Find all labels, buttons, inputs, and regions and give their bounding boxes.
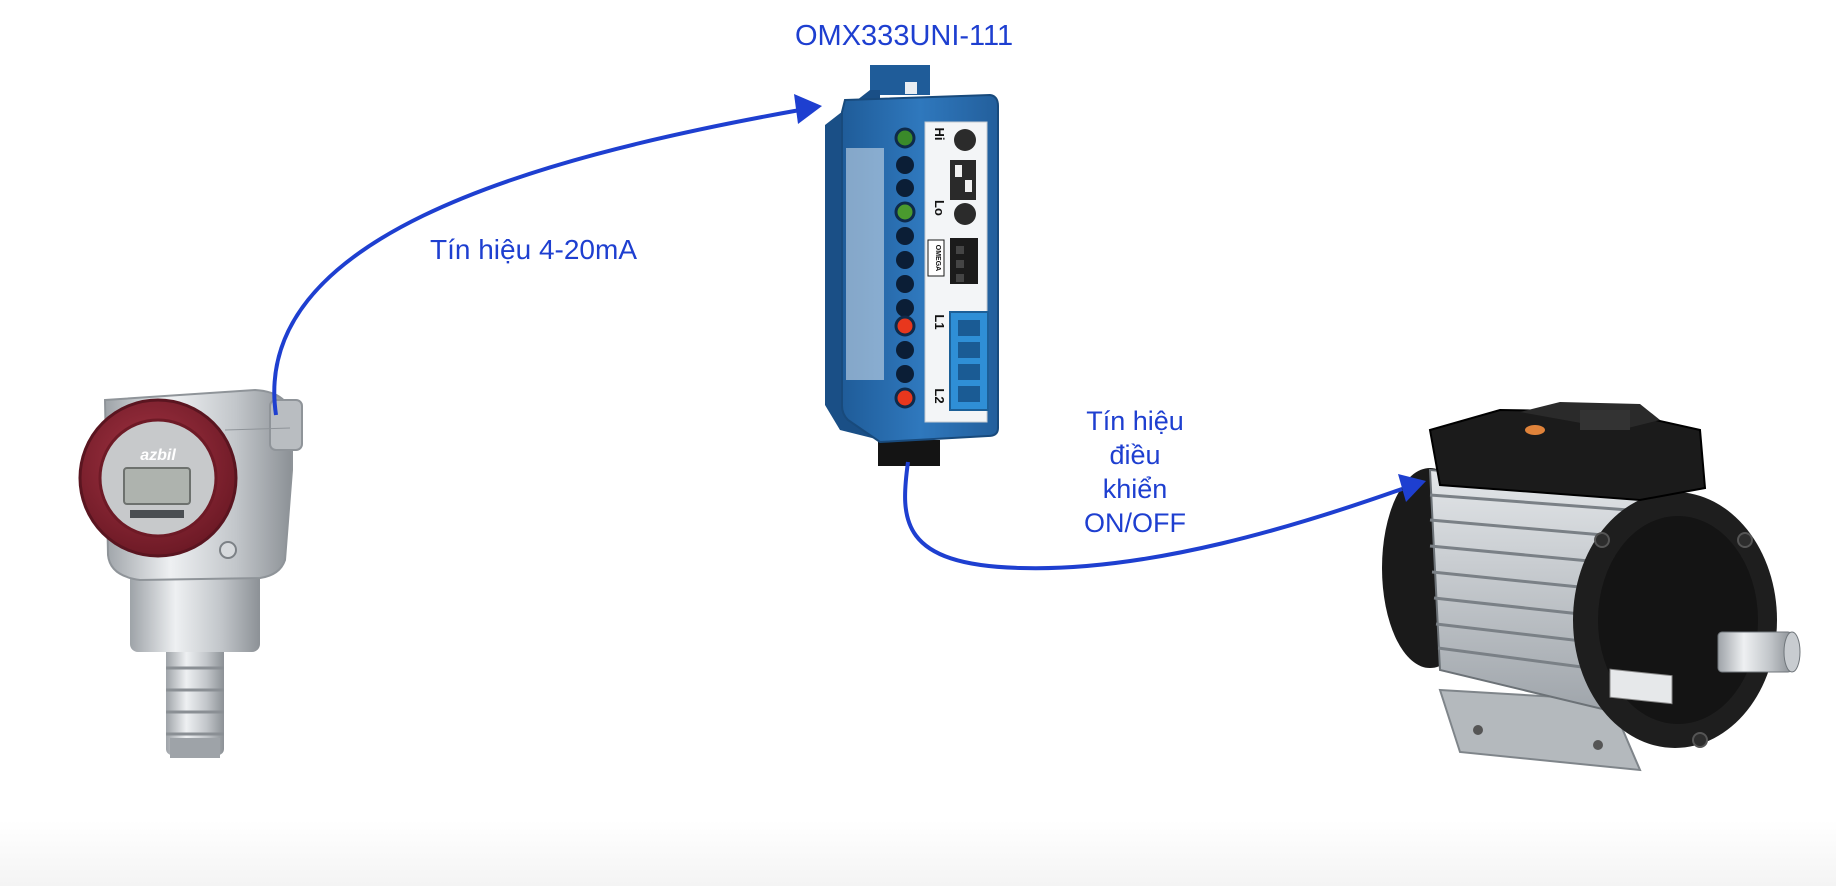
module-dip-switch: [950, 160, 976, 200]
transmitter-base-nut: [170, 738, 220, 758]
output-signal-arrowhead: [1398, 474, 1426, 502]
module-label-l1: L1: [932, 314, 947, 329]
output-signal-line-1: Tín hiệu: [1086, 406, 1184, 436]
module-din-clip: [878, 440, 940, 466]
transmitter-brand-text: azbil: [140, 447, 176, 464]
motor-shaft: [1717, 631, 1793, 673]
electric-motor: [1382, 402, 1801, 772]
input-signal-label: Tín hiệu 4-20mA: [430, 234, 637, 265]
output-signal-line-3: khiển: [1102, 474, 1168, 504]
motor-nameplate: [1609, 668, 1673, 705]
transmitter-neck: [130, 560, 260, 652]
module-label-lo: Lo: [932, 200, 947, 216]
module-brand-text: OMEGA: [934, 245, 941, 271]
signal-arrows: [272, 94, 1426, 571]
transmitter-stem: [166, 640, 224, 755]
output-signal-arrow: [903, 461, 1403, 571]
transmitter-conduit: [269, 399, 303, 451]
motor-terminal-box: [1428, 408, 1707, 502]
module-label-l2: L2: [932, 388, 947, 403]
module-terminal-column: [894, 127, 916, 409]
output-signal-line-2: điều: [1109, 440, 1161, 470]
transmitter-screw: [219, 541, 237, 559]
motor-cap-badge: [1525, 425, 1545, 435]
motor-terminal-cover: [1580, 410, 1630, 430]
output-signal-label: Tín hiệu điều khiển ON/OFF: [1060, 404, 1210, 540]
module-lo-pot: [954, 203, 976, 225]
module-brand-box: [927, 239, 945, 277]
device-model-label: OMX333UNI-111: [795, 20, 1014, 52]
transmitter-stem-grooves: [166, 666, 224, 736]
input-signal-arrow: [272, 108, 801, 416]
omx-signal-conditioner: OMEGA Hi Lo L1 L2: [825, 65, 999, 466]
input-signal-arrowhead: [794, 94, 822, 124]
module-hi-pot: [954, 129, 976, 151]
pressure-transmitter: azbil: [78, 388, 303, 758]
transmitter-lcd: [123, 467, 191, 505]
module-label-strip: [846, 148, 884, 380]
module-label-hi: Hi: [932, 128, 947, 141]
transmitter-lcd-caption: [130, 510, 184, 518]
output-signal-line-4: ON/OFF: [1084, 508, 1186, 538]
